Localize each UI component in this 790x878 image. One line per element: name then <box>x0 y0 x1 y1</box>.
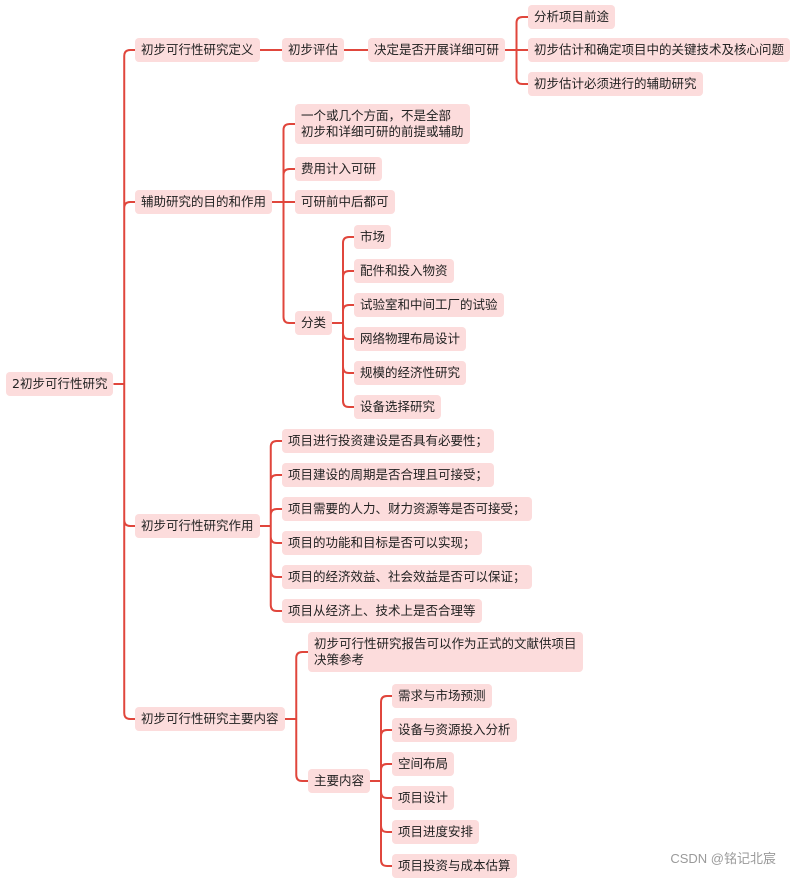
branch-node-auxiliary-research[interactable]: 辅助研究的目的和作用 <box>135 190 273 214</box>
leaf-node[interactable]: 规模的经济性研究 <box>354 361 467 385</box>
node-classification[interactable]: 分类 <box>295 311 333 335</box>
leaf-node[interactable]: 分析项目前途 <box>528 5 616 29</box>
leaf-node[interactable]: 可研前中后都可 <box>295 190 395 214</box>
leaf-node[interactable]: 项目建设的周期是否合理且可接受； <box>282 463 495 487</box>
leaf-node[interactable]: 项目的功能和目标是否可以实现； <box>282 531 482 555</box>
leaf-node[interactable]: 初步估计必须进行的辅助研究 <box>528 72 703 96</box>
connector-line <box>370 695 392 867</box>
node-decide-detailed-study[interactable]: 决定是否开展详细可研 <box>368 38 506 62</box>
leaf-node[interactable]: 设备选择研究 <box>354 395 442 419</box>
node-preliminary-evaluation[interactable]: 初步评估 <box>282 38 345 62</box>
node-main-content[interactable]: 主要内容 <box>308 769 371 793</box>
leaf-node[interactable]: 网络物理布局设计 <box>354 327 467 351</box>
leaf-node[interactable]: 初步估计和确定项目中的关键技术及核心问题 <box>528 38 790 62</box>
connector-line <box>332 236 354 408</box>
root-node[interactable]: 2初步可行性研究 <box>6 372 114 396</box>
leaf-node[interactable]: 试验室和中间工厂的试验 <box>354 293 504 317</box>
watermark: CSDN @铭记北宸 <box>670 851 776 866</box>
branch-node-role[interactable]: 初步可行性研究作用 <box>135 514 260 538</box>
leaf-node[interactable]: 项目从经济上、技术上是否合理等 <box>282 599 482 623</box>
leaf-node[interactable]: 项目设计 <box>392 786 455 810</box>
leaf-node[interactable]: 市场 <box>354 225 392 249</box>
leaf-node[interactable]: 项目进度安排 <box>392 820 480 844</box>
connector-line <box>505 16 528 85</box>
leaf-node[interactable]: 项目需要的人力、财力资源等是否可接受； <box>282 497 532 521</box>
leaf-node[interactable]: 费用计入可研 <box>295 157 383 181</box>
connector-line <box>272 123 295 324</box>
connector-line <box>259 440 282 612</box>
leaf-node[interactable]: 项目进行投资建设是否具有必要性； <box>282 429 495 453</box>
leaf-node[interactable]: 项目投资与成本估算 <box>392 854 517 878</box>
leaf-node[interactable]: 设备与资源投入分析 <box>392 718 517 742</box>
connector-line <box>284 651 308 782</box>
leaf-node[interactable]: 项目的经济效益、社会效益是否可以保证； <box>282 565 532 589</box>
branch-node-main-content[interactable]: 初步可行性研究主要内容 <box>135 707 285 731</box>
leaf-node[interactable]: 一个或几个方面，不是全部 初步和详细可研的前提或辅助 <box>295 104 470 144</box>
connector-line <box>113 49 135 720</box>
leaf-node[interactable]: 需求与市场预测 <box>392 684 492 708</box>
leaf-node[interactable]: 空间布局 <box>392 752 455 776</box>
branch-node-definition[interactable]: 初步可行性研究定义 <box>135 38 260 62</box>
leaf-node[interactable]: 配件和投入物资 <box>354 259 454 283</box>
leaf-node[interactable]: 初步可行性研究报告可以作为正式的文献供项目 决策参考 <box>308 632 583 672</box>
